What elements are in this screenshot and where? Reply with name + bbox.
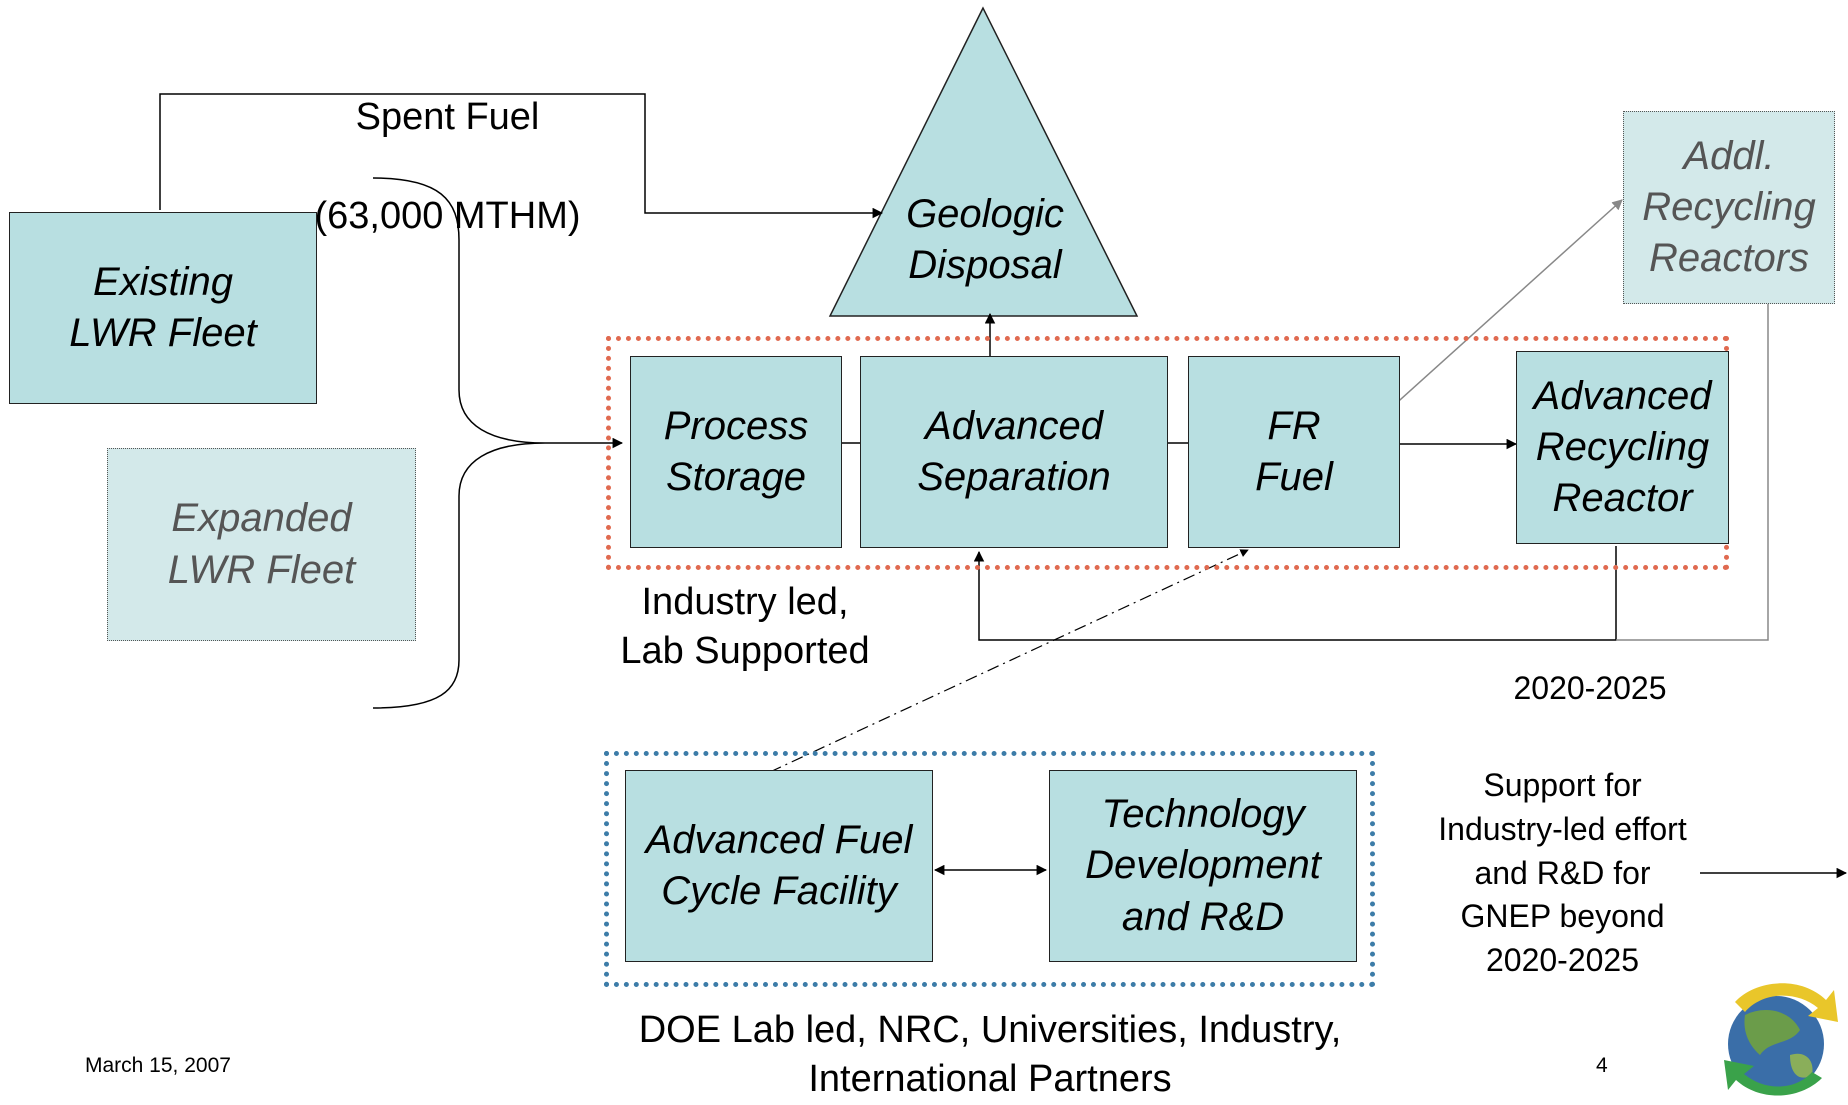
advanced-separation-box: Advanced Separation	[860, 356, 1168, 548]
process-storage-label: Process Storage	[663, 403, 809, 499]
process-storage-box: Process Storage	[630, 356, 842, 548]
fr-fuel-box: FR Fuel	[1188, 356, 1400, 548]
expanded-lwr-fleet-label: Expanded LWR Fleet	[167, 496, 356, 592]
spent-fuel-label: Spent Fuel (63,000 MTHM)	[290, 44, 605, 291]
footer-date: March 15, 2007	[85, 1054, 231, 1077]
geologic-disposal-label-box: Geologic Disposal	[880, 180, 1090, 300]
spent-fuel-line	[159, 93, 884, 219]
afcf-to-fuel-link	[769, 549, 1249, 773]
doe-lab-frame	[604, 751, 1375, 987]
advanced-fuel-cycle-facility-box: Advanced Fuel Cycle Facility	[625, 770, 933, 962]
globe-recycle-logo-icon	[1724, 983, 1838, 1096]
doe-lab-label: DOE Lab led, NRC, Universities, Industry…	[638, 1009, 1342, 1101]
fr-fuel-label: FR Fuel	[1255, 403, 1333, 499]
geologic-disposal-triangle	[828, 6, 1139, 317]
expanded-lwr-fleet-box: Expanded LWR Fleet	[107, 448, 416, 641]
existing-lwr-fleet-label: Existing LWR Fleet	[69, 259, 257, 355]
addl-reactor-return-line	[1616, 304, 1769, 641]
reactor-return-line	[973, 546, 1617, 641]
industry-led-label: Industry led, Lab Supported	[620, 581, 870, 673]
spent-fuel-quantity: (63,000 MTHM)	[314, 195, 581, 238]
addl-recycling-reactors-label: Addl. Recycling Reactors	[1642, 133, 1816, 281]
advanced-separation-label: Advanced Separation	[917, 403, 1111, 499]
page-number: 4	[1596, 1054, 1608, 1077]
technology-development-box: Technology Development and R&D	[1049, 770, 1357, 962]
technology-development-label: Technology Development and R&D	[1085, 792, 1321, 939]
spent-fuel-title: Spent Fuel	[355, 96, 540, 139]
timeframe-label: 2020-2025	[1513, 670, 1667, 706]
existing-lwr-fleet-box: Existing LWR Fleet	[9, 212, 317, 404]
advanced-recycling-reactor-box: Advanced Recycling Reactor	[1516, 351, 1729, 544]
addl-recycling-reactors-box: Addl. Recycling Reactors	[1623, 111, 1835, 304]
advanced-fuel-cycle-facility-label: Advanced Fuel Cycle Facility	[645, 817, 913, 913]
geologic-disposal-label: Geologic Disposal	[906, 191, 1064, 287]
support-label: Support for Industry-led effort and R&D …	[1438, 767, 1687, 979]
advanced-recycling-reactor-label: Advanced Recycling Reactor	[1533, 373, 1712, 521]
